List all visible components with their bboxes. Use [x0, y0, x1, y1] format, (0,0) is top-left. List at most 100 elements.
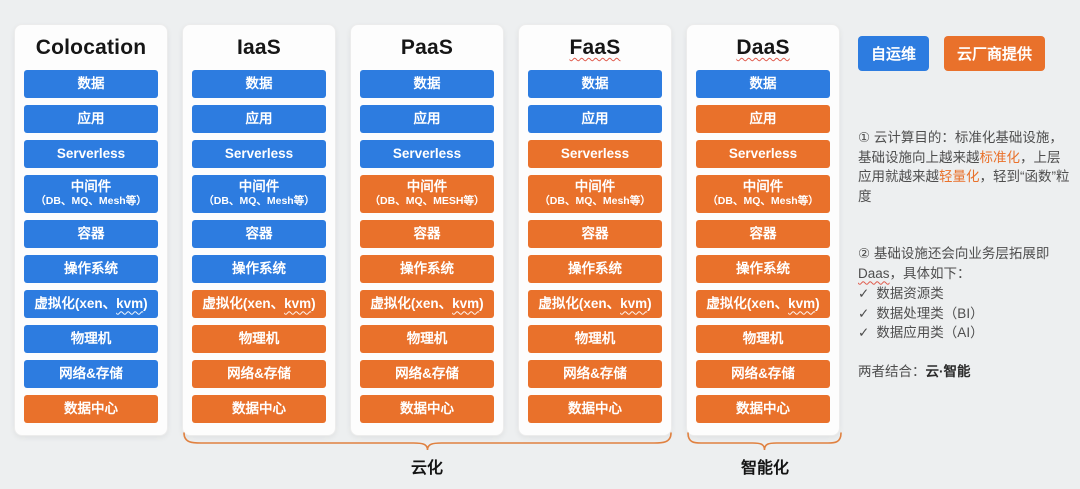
layer-label-kvm: kvm [452, 295, 480, 311]
layer-row: Serverless [528, 140, 662, 168]
layer-label: Serverless [224, 145, 294, 161]
check-icon: ✓ [858, 325, 870, 341]
layer-label: 操作系统 [568, 260, 622, 276]
layer-label-close: ) [143, 295, 148, 311]
note-highlight: 轻量化 [939, 169, 980, 185]
right-panel: 自运维 云厂商提供 ① 云计算目的：标准化基础设施，基础设施向上越来越标准化，上… [858, 36, 1072, 379]
layer-label: 容器 [581, 225, 609, 241]
layer-label: 数据 [245, 75, 273, 91]
column-title-text: Colocation [35, 36, 147, 59]
note-text: ② 基础设施还会向业务层拓展即 [858, 246, 1050, 261]
layer-row: Serverless [24, 140, 158, 168]
layer-label: 数据 [413, 75, 441, 91]
layer-row: 数据中心 [360, 395, 494, 423]
layer-label: 物理机 [742, 330, 784, 346]
layer-sublabel: （DB、MQ、Mesh等） [539, 195, 651, 208]
layer-label: 网络&存储 [563, 365, 627, 381]
layer-row: 中间件（DB、MQ、Mesh等） [24, 175, 158, 213]
layer-row: 物理机 [24, 325, 158, 353]
layer-label: 容器 [245, 225, 273, 241]
layer-row: 虚拟化(xen、kvm) [360, 290, 494, 318]
cloudification-brace [183, 432, 672, 452]
layer-row: Serverless [696, 140, 830, 168]
layer-label-close: ) [647, 295, 652, 311]
layer-row: 操作系统 [696, 255, 830, 283]
layer-row: 虚拟化(xen、kvm) [696, 290, 830, 318]
layer-label: 数据中心 [64, 400, 118, 416]
layer-label-close: ) [311, 295, 316, 311]
layer-label: Serverless [56, 145, 126, 161]
note-daas-lead: ② 基础设施还会向业务层拓展即Daas，具体如下： [858, 244, 1072, 283]
layer-label-kvm: kvm [116, 295, 144, 311]
layer-row: 虚拟化(xen、kvm) [24, 290, 158, 318]
column-title-faas: FaaS [528, 36, 662, 60]
layer-label: 数据中心 [232, 400, 286, 416]
layer-label: 应用 [749, 110, 777, 126]
layer-row: 操作系统 [360, 255, 494, 283]
layer-row: 数据 [696, 70, 830, 98]
layer-row: 数据中心 [192, 395, 326, 423]
layer-row: 应用 [528, 105, 662, 133]
layer-label: 网络&存储 [59, 365, 123, 381]
layer-label: Serverless [728, 145, 798, 161]
column-title-text: PaaS [400, 36, 454, 59]
legend-chip-self-operated: 自运维 [858, 36, 930, 71]
layer-label: Serverless [392, 145, 462, 161]
footer-label-cloudification: 云化 [410, 460, 444, 477]
layer-label: 应用 [77, 110, 105, 126]
column-title-text: FaaS [569, 36, 621, 59]
column-title-text: IaaS [237, 36, 281, 59]
layer-row: 数据 [192, 70, 326, 98]
layer-row: 数据中心 [24, 395, 158, 423]
layer-sublabel: （DB、MQ、Mesh等） [203, 195, 315, 208]
layer-label: 操作系统 [736, 260, 790, 276]
note-combination: 两者结合：云·智能 [858, 362, 1072, 382]
layer-label: 容器 [749, 225, 777, 241]
layer-label-close: ) [815, 295, 820, 311]
layer-label: 操作系统 [64, 260, 118, 276]
intelligentization-brace [687, 432, 842, 452]
layer-label: 容器 [413, 225, 441, 241]
layer-label: 中间件 [238, 179, 280, 195]
column-title-daas: DaaS [696, 36, 830, 60]
layer-label: 数据 [581, 75, 609, 91]
check-icon: ✓ [858, 305, 870, 321]
column-card-daas: DaaS 数据应用 Serverless 中间件（DB、MQ、Mesh等） 容器操作系统… [686, 24, 840, 436]
layer-label: 中间件 [70, 179, 112, 195]
column-title-iaas: IaaS [192, 36, 326, 60]
layer-label: 虚拟化(xen、 [34, 295, 117, 311]
layer-row: 物理机 [360, 325, 494, 353]
column-title-colocation: Colocation [24, 36, 158, 60]
layer-label: 应用 [413, 110, 441, 126]
note-combination-prefix: 两者结合： [858, 364, 926, 379]
layer-label: 网络&存储 [395, 365, 459, 381]
layer-row: 中间件（DB、MQ、Mesh等） [192, 175, 326, 213]
layer-row: 中间件（DB、MQ、Mesh等） [528, 175, 662, 213]
layer-row: 虚拟化(xen、kvm) [192, 290, 326, 318]
layer-label: 中间件 [742, 179, 784, 195]
layer-label-kvm: kvm [284, 295, 312, 311]
layer-stack-daas: 数据应用 Serverless 中间件（DB、MQ、Mesh等） 容器操作系统虚拟化(… [696, 70, 830, 423]
layer-label: 中间件 [406, 179, 448, 195]
note-text: ，轻到“函数”粒度 [858, 169, 1070, 204]
layer-row: 网络&存储 [528, 360, 662, 388]
layer-row: Serverless [360, 140, 494, 168]
layer-label: 物理机 [70, 330, 112, 346]
layer-label-close: ) [479, 295, 484, 311]
layer-label-kvm: kvm [620, 295, 648, 311]
layer-sublabel: （DB、MQ、Mesh等） [707, 195, 819, 208]
layer-row: 物理机 [192, 325, 326, 353]
layer-label: Serverless [560, 145, 630, 161]
curly-brace-icon [687, 432, 842, 451]
check-icon: ✓ [858, 286, 870, 302]
layer-row: 中间件（DB、MQ、Mesh等） [696, 175, 830, 213]
checklist-label: 数据资源类 [876, 286, 944, 302]
layer-label: 虚拟化(xen、 [370, 295, 453, 311]
column-title-text: DaaS [736, 36, 790, 59]
